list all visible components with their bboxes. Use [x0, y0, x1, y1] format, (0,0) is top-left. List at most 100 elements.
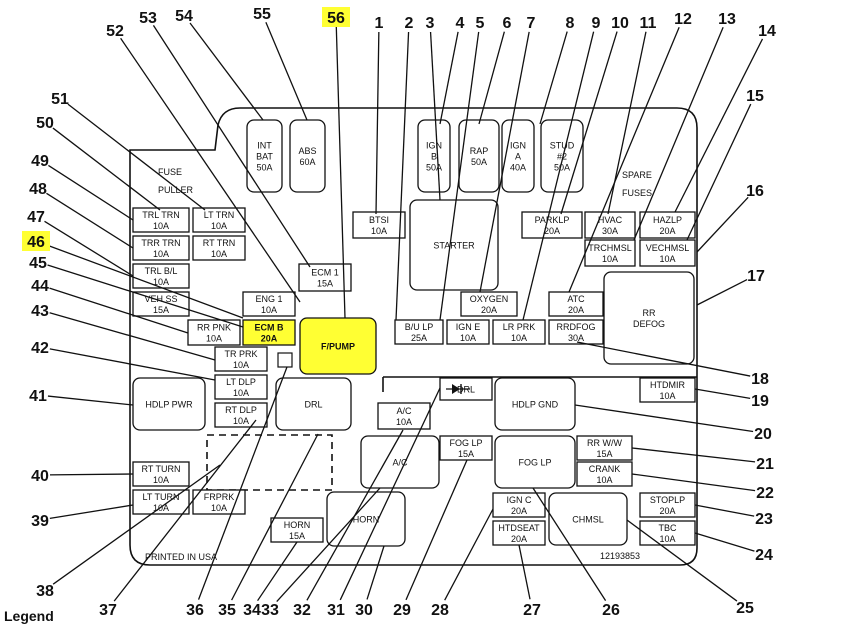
leader-line — [560, 31, 618, 215]
fuse-label: IGN C — [506, 495, 532, 505]
callout-number: 40 — [31, 468, 49, 485]
callout-number: 7 — [527, 15, 536, 32]
fuse-label: 10A — [659, 391, 675, 401]
callout-number: 16 — [746, 183, 764, 200]
callout-number: 38 — [36, 583, 54, 600]
callout-53: 53 — [139, 10, 157, 27]
fuse-label: 15A — [596, 449, 612, 459]
fuse-label: RT TURN — [141, 464, 180, 474]
callout-38: 38 — [36, 583, 54, 600]
callout-8: 8 — [566, 15, 575, 32]
fuse-label: ECM 1 — [311, 268, 339, 278]
callout-47: 47 — [27, 209, 45, 226]
callout-25: 25 — [736, 600, 754, 617]
fuse-label: A/C — [396, 406, 412, 416]
fuse-label: BAT — [256, 152, 273, 162]
callout-number: 30 — [355, 602, 373, 619]
fuse-label: HDLP PWR — [145, 400, 193, 410]
fuse-label: ATC — [567, 294, 585, 304]
leader-line — [626, 519, 738, 602]
callout-51: 51 — [51, 91, 69, 108]
small-connector — [277, 352, 293, 368]
fuse-label: BTSI — [369, 215, 389, 225]
fuse-label: #2 — [557, 152, 567, 162]
fuse-label: RR — [643, 308, 656, 318]
callout-number: 22 — [756, 485, 774, 502]
fuse-label: HORN — [284, 520, 311, 530]
callout-2: 2 — [405, 15, 414, 32]
fuse-outline — [492, 492, 546, 518]
fuse-outline — [446, 319, 490, 345]
leader-line — [47, 395, 134, 406]
callout-number: 50 — [36, 115, 54, 132]
callout-number: 45 — [29, 255, 47, 272]
fuse-label: RR PNK — [197, 323, 231, 333]
callout-4: 4 — [456, 15, 465, 32]
fuse-outline — [576, 435, 633, 461]
fuse-outline — [187, 319, 241, 346]
callout-44: 44 — [31, 278, 49, 295]
callout-number: 49 — [31, 153, 49, 170]
fuse-label: STUD — [550, 141, 575, 151]
callout-31: 31 — [327, 602, 345, 619]
callout-26: 26 — [602, 602, 620, 619]
fuse-label: 10A — [460, 333, 476, 343]
callout-number: 15 — [746, 88, 764, 105]
fuse-label: 10A — [602, 254, 618, 264]
leader-line — [696, 278, 748, 306]
fuse-fpump: F/PUMP — [299, 317, 377, 375]
part-number: 12193853 — [600, 551, 640, 561]
fuse-label: RAP — [470, 146, 489, 156]
leader-line — [405, 459, 468, 601]
callout-number: 46 — [27, 234, 45, 251]
fuse-label: A — [515, 152, 521, 162]
spare-fuses-label: FUSES — [622, 188, 652, 198]
callout-number: 48 — [29, 181, 47, 198]
fuse-label: TRL B/L — [145, 266, 178, 276]
callout-number: 53 — [139, 10, 157, 27]
fuse-outline — [214, 402, 268, 428]
leader-line — [518, 544, 531, 600]
callout-29: 29 — [393, 602, 411, 619]
fuse-drl-relay: DRL — [275, 377, 352, 431]
fuse-outline — [639, 520, 696, 546]
fuse-outline — [132, 235, 190, 261]
fuse-label: 15A — [289, 531, 305, 541]
callout-number: 52 — [106, 23, 124, 40]
callout-16: 16 — [746, 183, 764, 200]
callout-number: 12 — [674, 11, 692, 28]
fuse-label: 30A — [568, 333, 584, 343]
fuse-label: 15A — [153, 305, 169, 315]
callout-number: 20 — [754, 426, 772, 443]
callout-number: 32 — [293, 602, 311, 619]
fuse-outline — [458, 119, 500, 193]
fuse-label: HTDSEAT — [498, 523, 540, 533]
callout-number: 31 — [327, 602, 345, 619]
fuse-label: HORN — [353, 515, 380, 525]
callout-19: 19 — [751, 393, 769, 410]
fuse-label: CRANK — [589, 464, 621, 474]
callout-number: 54 — [175, 8, 193, 25]
fuse-label: 10A — [153, 475, 169, 485]
callout-number: 13 — [718, 11, 736, 28]
callout-36: 36 — [186, 602, 204, 619]
fuse-label: HDLP GND — [512, 400, 559, 410]
callout-21: 21 — [756, 456, 774, 473]
fuse-starter: STARTER — [409, 199, 499, 291]
leader-line — [478, 31, 505, 125]
leader-line — [479, 31, 530, 293]
callout-7: 7 — [527, 15, 536, 32]
callout-15: 15 — [746, 88, 764, 105]
callout-24: 24 — [755, 547, 773, 564]
leader-line — [395, 31, 410, 321]
leader-line — [335, 26, 346, 319]
